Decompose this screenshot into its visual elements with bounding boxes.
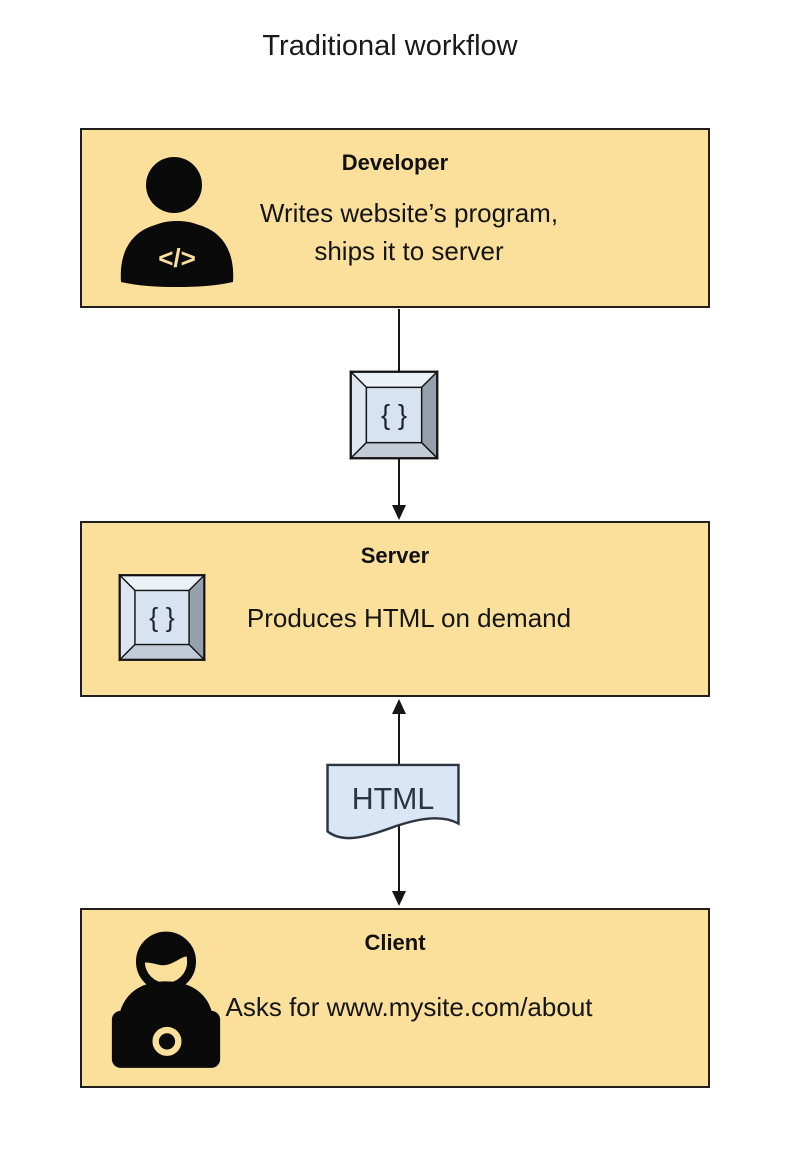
node-title: Server (360, 543, 430, 568)
node-title: Developer (341, 150, 449, 175)
html-document-shape: HTML (324, 762, 462, 848)
person-laptop-icon (104, 925, 228, 1077)
node-developer: </> Developer Writes website’s program, … (80, 128, 710, 308)
node-description: Writes website’s program, ships it to se… (259, 198, 559, 266)
node-client: Client Asks for www.mysite.com/about (80, 908, 710, 1088)
code-keycap-connector-icon: { } (348, 368, 440, 462)
diagram-title: Traditional workflow (262, 30, 518, 62)
braces-label: { } (381, 399, 407, 430)
node-description: Produces HTML on demand (246, 603, 572, 633)
document-label: HTML (352, 783, 434, 816)
node-title: Client (364, 930, 426, 955)
code-glyph: </> (158, 243, 196, 273)
developer-code-icon: </> (115, 150, 242, 288)
arrowhead-down-icon (392, 505, 406, 520)
arrowhead-up-icon (392, 699, 406, 714)
code-keycap-icon: { } (117, 572, 207, 663)
braces-label: { } (149, 603, 175, 633)
node-description: Asks for www.mysite.com/about (225, 992, 593, 1022)
node-server: { } Server Produces HTML on demand (80, 521, 710, 697)
arrowhead-down-icon (392, 891, 406, 906)
